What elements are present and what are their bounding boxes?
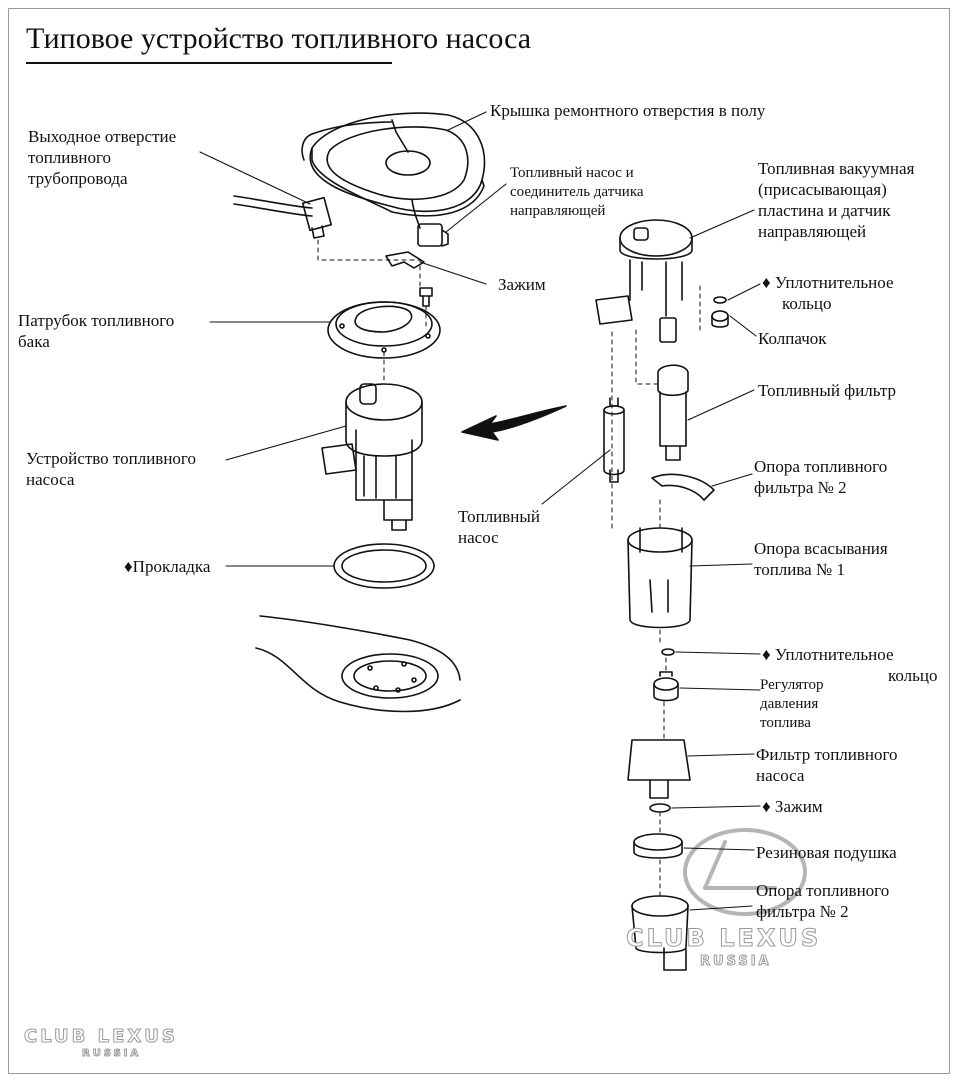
- label-tank-flange: Патрубок топливного бака: [18, 310, 174, 352]
- label-hatch-cover: Крышка ремонтного отверстия в полу: [490, 101, 766, 120]
- label-vacuum-plate-line: Топливная вакуумная: [758, 159, 915, 178]
- label-seal-ring-1-line: ♦ Уплотнительное: [762, 273, 894, 292]
- gasket-ring: [333, 543, 435, 589]
- label-tank-flange-line: Патрубок топливного: [18, 311, 175, 330]
- label-seal-ring-1-line: кольцо: [782, 294, 832, 313]
- label-pump-filter-line: насоса: [756, 766, 805, 785]
- label-filter-support-2b-line: Опора топливного: [756, 881, 890, 900]
- label-outlet-port-line: топливного: [28, 148, 112, 167]
- label-pump-assembly: Устройство топливного насоса: [26, 448, 196, 490]
- label-seal-ring-2: ♦ Уплотнительное кольцо: [762, 644, 938, 686]
- fuel-tank-body: [255, 615, 461, 713]
- label-filter-support-2a: Опора топливного фильтра № 2: [754, 456, 887, 498]
- label-pump-assembly-line: Устройство топливного: [26, 449, 196, 468]
- label-filter-support-2b-line: фильтра № 2: [756, 902, 849, 921]
- assembly-guide-lines-left: [317, 239, 427, 385]
- lexus-watermark-logo: [683, 828, 807, 916]
- label-outlet-port-line: трубопровода: [28, 169, 128, 188]
- label-seal-ring-2-line: кольцо: [888, 666, 938, 685]
- floor-hatch-cover: [309, 112, 486, 217]
- title-underline: [26, 62, 392, 64]
- label-filter-support-2a-line: Опора топливного: [754, 457, 888, 476]
- cap: [711, 310, 729, 328]
- label-vacuum-plate-line: направляющей: [758, 222, 867, 241]
- label-pressure-regulator-line: давления: [760, 696, 819, 712]
- label-tank-flange-line: бака: [18, 332, 50, 351]
- bolt: [419, 287, 433, 307]
- label-pressure-regulator: Регулятор давления топлива: [760, 676, 824, 733]
- label-gasket: ♦Прокладка: [124, 557, 211, 576]
- label-pump-connector: Топливный насос и соединитель датчика на…: [510, 164, 644, 221]
- pressure-regulator: [653, 671, 679, 702]
- leader-lines: [199, 111, 761, 911]
- label-pump-connector-line: направляющей: [510, 203, 606, 219]
- label-pressure-regulator-line: Регулятор: [760, 677, 824, 693]
- label-rubber-cushion: Резиновая подушка: [756, 843, 897, 862]
- fuel-pump-motor: [603, 397, 625, 483]
- watermark-russia: RUSSIA: [700, 954, 772, 970]
- watermark-club-lexus: CLUB LEXUS: [625, 924, 822, 953]
- label-pump-filter-line: Фильтр топливного: [756, 745, 898, 764]
- filter-support-upper: [651, 473, 715, 501]
- label-fuel-pump-line: насос: [458, 528, 499, 547]
- label-fuel-filter: Топливный фильтр: [758, 381, 897, 400]
- label-pump-connector-line: соединитель датчика: [510, 184, 644, 200]
- direction-arrow: [461, 405, 567, 441]
- label-vacuum-plate-line: (присасывающая): [758, 180, 887, 199]
- suction-support: [627, 527, 693, 629]
- label-fuel-pump: Топливный насос: [458, 506, 540, 548]
- fuel-outlet-hose: [233, 121, 393, 239]
- label-filter-support-2b: Опора топливного фильтра № 2: [756, 880, 889, 922]
- label-pump-connector-line: Топливный насос и: [510, 165, 634, 181]
- fuel-filter: [657, 364, 689, 461]
- label-suction-support-line: Опора всасывания: [754, 539, 888, 558]
- label-cap: Колпачок: [758, 329, 827, 348]
- clamp-top: [385, 251, 425, 269]
- label-clamp-top: Зажим: [498, 275, 546, 294]
- label-vacuum-plate-line: пластина и датчик: [758, 201, 891, 220]
- page-frame: [8, 8, 950, 1074]
- label-fuel-pump-line: Топливный: [458, 507, 540, 526]
- label-seal-ring-2-line: ♦ Уплотнительное: [762, 645, 894, 664]
- label-outlet-port-line: Выходное отверстие: [28, 127, 177, 146]
- seal-ring-lower: [661, 648, 675, 656]
- vacuum-plate-sender: [595, 219, 693, 343]
- label-pressure-regulator-line: топлива: [760, 715, 811, 731]
- rubber-cushion: [633, 833, 683, 859]
- watermark-russia-bottom: RUSSIA: [81, 1048, 142, 1060]
- pump-connector: [411, 199, 449, 247]
- label-clamp-lower: ♦ Зажим: [762, 797, 823, 816]
- pump-filter: [627, 739, 691, 799]
- label-outlet-port: Выходное отверстие топливного трубопрово…: [28, 126, 176, 189]
- label-filter-support-2a-line: фильтра № 2: [754, 478, 847, 497]
- seal-ring-small: [713, 296, 727, 304]
- label-vacuum-plate: Топливная вакуумная (присасывающая) плас…: [758, 158, 914, 242]
- assembly-guide-lines-right: [611, 285, 701, 897]
- label-suction-support-line: топлива № 1: [754, 560, 845, 579]
- label-pump-filter: Фильтр топливного насоса: [756, 744, 898, 786]
- label-suction-support: Опора всасывания топлива № 1: [754, 538, 888, 580]
- page-title: Типовое устройство топливного насоса: [26, 22, 532, 55]
- clamp-lower: [649, 803, 671, 813]
- label-pump-assembly-line: насоса: [26, 470, 75, 489]
- fuel-pump-assembly: [321, 383, 423, 531]
- watermark-club-lexus-bottom: CLUB LEXUS: [24, 1026, 178, 1048]
- label-seal-ring-1: ♦ Уплотнительное кольцо: [762, 272, 894, 314]
- tank-flange: [327, 301, 441, 359]
